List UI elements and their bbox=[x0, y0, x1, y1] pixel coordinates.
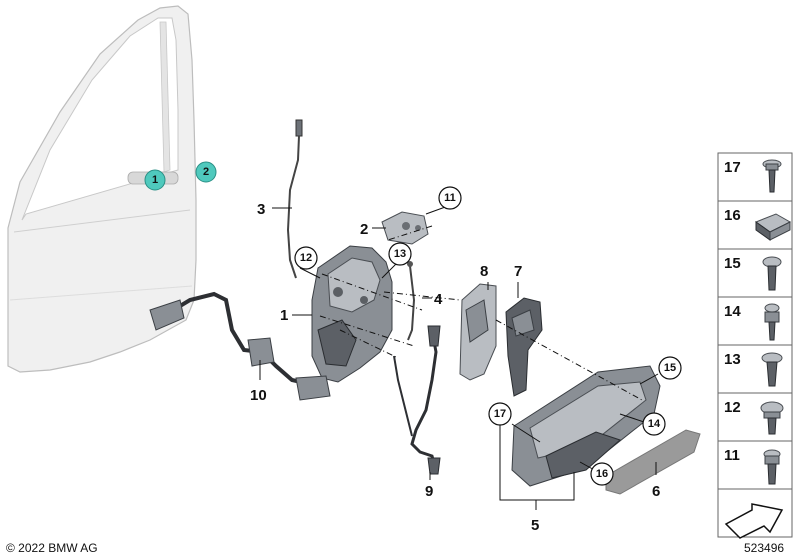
bolt-11-icon bbox=[763, 449, 781, 485]
panel-cell-13 bbox=[717, 344, 793, 394]
callout-15: 15 bbox=[658, 356, 682, 380]
label-part-4: 4 bbox=[434, 291, 443, 308]
panel-label-13: 13 bbox=[724, 351, 741, 368]
part-9-cable bbox=[393, 325, 441, 475]
panel-cell-15 bbox=[717, 248, 793, 298]
part-7-lever bbox=[505, 297, 543, 397]
callout-11-label: 11 bbox=[444, 192, 456, 204]
label-part-10: 10 bbox=[250, 387, 267, 404]
panel-cell-12 bbox=[717, 392, 793, 442]
callout-11: 11 bbox=[438, 186, 462, 210]
callout-12-label: 12 bbox=[300, 252, 312, 264]
leader-lines bbox=[259, 205, 659, 510]
callout-13: 13 bbox=[388, 242, 412, 266]
panel-label-17: 17 bbox=[724, 159, 741, 176]
callout-16-label: 16 bbox=[596, 468, 608, 480]
part-8-bracket bbox=[459, 283, 497, 381]
label-part-2: 2 bbox=[360, 221, 368, 238]
door-marker-2[interactable]: 2 bbox=[195, 161, 217, 183]
panel-label-14: 14 bbox=[724, 303, 741, 320]
screw-15-icon bbox=[762, 256, 782, 291]
diagram-id: 523496 bbox=[744, 541, 784, 555]
panel-label-12: 12 bbox=[724, 399, 741, 416]
callout-14-label: 14 bbox=[648, 418, 661, 430]
part-3-rod bbox=[286, 119, 303, 279]
label-part-6: 6 bbox=[652, 483, 660, 500]
callout-12: 12 bbox=[294, 246, 318, 270]
panel-label-15: 15 bbox=[724, 255, 741, 272]
label-part-1: 1 bbox=[280, 307, 288, 324]
part-10-harness bbox=[149, 291, 331, 401]
part-1-door-lock bbox=[311, 245, 393, 383]
label-part-8: 8 bbox=[480, 263, 488, 280]
assembly-lines bbox=[319, 225, 643, 401]
label-part-3: 3 bbox=[257, 201, 265, 218]
callout-15-label: 15 bbox=[664, 362, 676, 374]
label-part-5: 5 bbox=[531, 517, 539, 534]
panel-cell-17 bbox=[717, 152, 793, 202]
callout-16: 16 bbox=[590, 462, 614, 486]
fastener-panel: 17 16 15 14 13 12 11 bbox=[717, 152, 793, 539]
screw-12-icon bbox=[760, 401, 784, 435]
panel-label-11: 11 bbox=[724, 447, 740, 464]
screw-13-icon bbox=[761, 352, 783, 387]
part-5-handle-carrier bbox=[511, 365, 661, 487]
part-4-rod bbox=[407, 261, 416, 341]
arrow-icon bbox=[724, 503, 784, 539]
part-6-handle-cover bbox=[605, 429, 701, 495]
screw-14-icon bbox=[764, 303, 780, 341]
callout-14: 14 bbox=[642, 412, 666, 436]
callout-17-label: 17 bbox=[494, 408, 506, 420]
copyright-text: © 2022 BMW AG bbox=[6, 541, 98, 555]
door-marker-1[interactable]: 1 bbox=[144, 169, 166, 191]
part-2-striker bbox=[381, 211, 429, 245]
callout-17: 17 bbox=[488, 402, 512, 426]
screw-17-icon bbox=[762, 159, 782, 193]
panel-label-16: 16 bbox=[724, 207, 741, 224]
door-marker-1-label: 1 bbox=[152, 174, 158, 186]
clip-nut-16-icon bbox=[754, 213, 792, 241]
door-panel bbox=[7, 5, 197, 373]
callout-13-label: 13 bbox=[394, 248, 406, 260]
label-part-9: 9 bbox=[425, 483, 433, 500]
panel-cell-14 bbox=[717, 296, 793, 346]
door-marker-2-label: 2 bbox=[203, 166, 209, 178]
label-part-7: 7 bbox=[514, 263, 522, 280]
